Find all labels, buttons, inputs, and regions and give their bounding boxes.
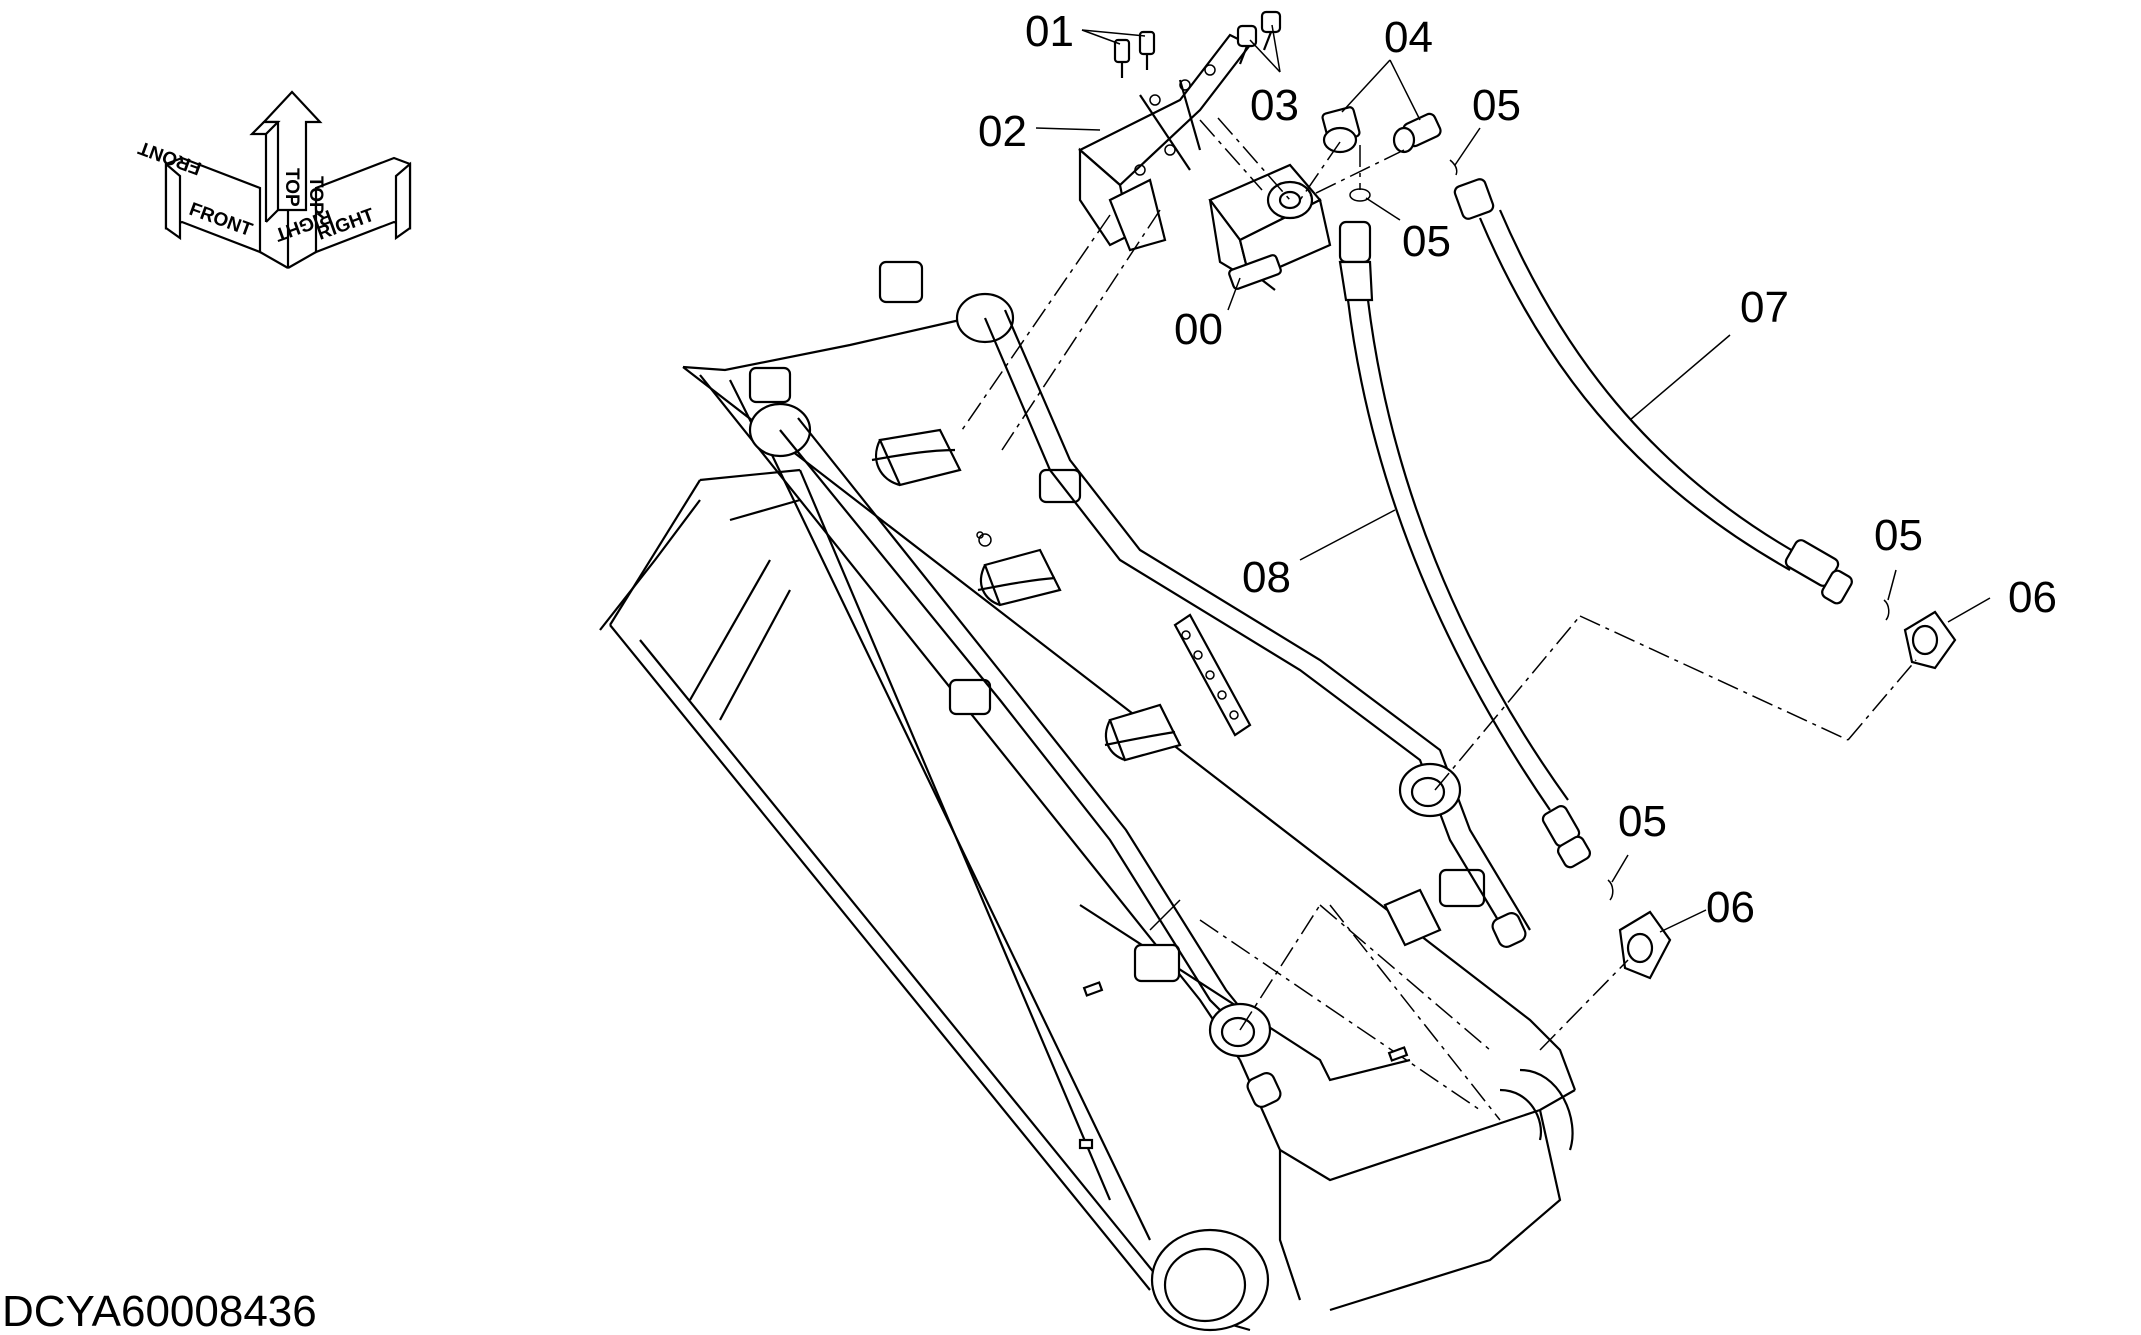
fittings-04 (1321, 106, 1442, 154)
callout-05-middle: 05 (1402, 217, 1451, 266)
callout-06-lower: 06 (1706, 883, 1755, 932)
orientation-compass: FRONT FRONT TOP TOP RIGHT RIGHT (135, 90, 412, 269)
callout-05-right: 05 (1874, 511, 1923, 560)
hose-08 (1338, 220, 1592, 869)
callout-05-lower: 05 (1618, 797, 1667, 846)
callout-labels: 01 02 03 04 05 05 00 07 08 05 06 05 06 (978, 7, 2057, 932)
callout-07: 07 (1740, 283, 1789, 332)
callout-03: 03 (1250, 81, 1299, 130)
elbows-06 (1618, 610, 1957, 980)
callout-06-right: 06 (2008, 573, 2057, 622)
callout-02: 02 (978, 107, 1027, 156)
leader-lines (961, 24, 1991, 1051)
compass-top-label: TOP (281, 168, 302, 207)
callout-00: 00 (1174, 305, 1223, 354)
callout-01: 01 (1025, 7, 1074, 56)
document-id: DCYA60008436 (2, 1287, 317, 1335)
callout-04: 04 (1384, 13, 1433, 62)
hose-07 (1453, 178, 1853, 605)
bolts-01 (1113, 30, 1156, 78)
compass-top-label-mirror: TOP (305, 176, 326, 215)
callout-05-top: 05 (1472, 81, 1521, 130)
bracket-02 (1078, 33, 1252, 252)
upper-pipe-clamps (748, 260, 1486, 983)
callout-08: 08 (1242, 553, 1291, 602)
boom-structure (599, 260, 1577, 1332)
valve-00 (1208, 163, 1332, 291)
